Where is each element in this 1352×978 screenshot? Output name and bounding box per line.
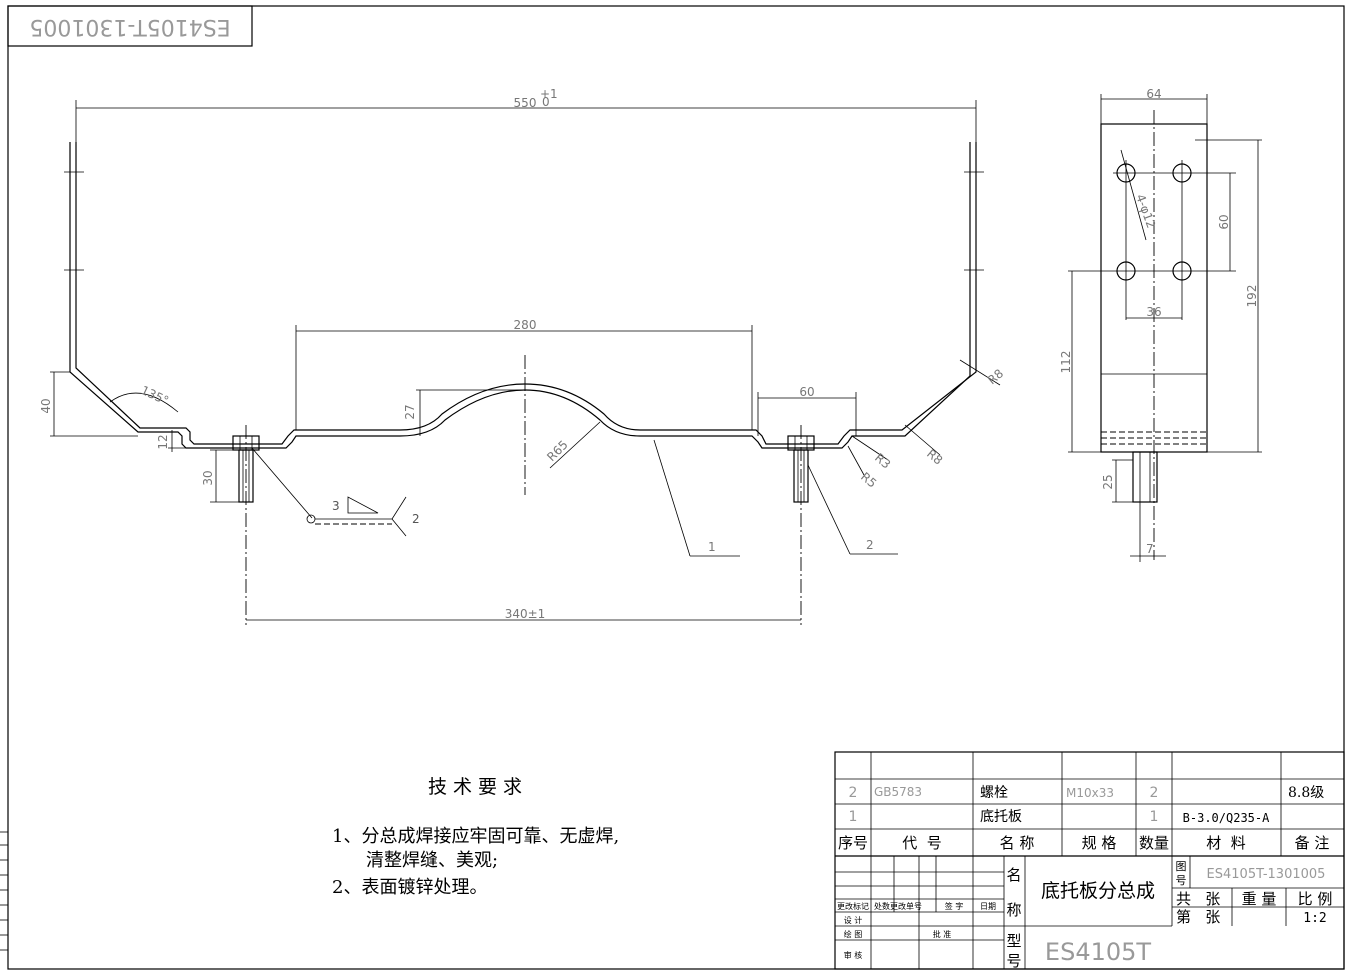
drawing-frame	[7, 5, 1345, 970]
bom-row2-material: B-3.0/Q235-A	[1183, 811, 1270, 825]
dim-550-tol-lower: 0	[542, 95, 550, 109]
bom-row1-remark: 8.8级	[1288, 785, 1324, 801]
bom-row2-name: 底托板	[980, 809, 1022, 825]
name-label-1: 名	[1006, 866, 1021, 884]
dim-27: 27	[403, 404, 417, 419]
weight-label: 重 量	[1242, 890, 1277, 908]
bom-header-spec: 规 格	[1082, 834, 1117, 852]
title-block: 2 GB5783 螺栓 M10x33 2 8.8级 1 底托板 1 B-3.0/…	[834, 751, 1345, 970]
plate-outline	[69, 142, 971, 449]
drawing-number-stamp: ES4105T-1301005	[29, 14, 230, 39]
dim-7: 7	[1146, 542, 1154, 556]
bom-header-material: 材 料	[1206, 834, 1246, 852]
dim-25: 25	[1101, 474, 1115, 489]
bom-header-remark: 备 注	[1295, 834, 1330, 852]
dim-r8-lower: R8	[924, 447, 945, 468]
dim-r65: R65	[544, 438, 571, 465]
dim-12: 12	[156, 434, 170, 449]
bom-row2-qty: 1	[1150, 809, 1159, 825]
dim-angle: 135°	[139, 383, 171, 408]
side-view: 64 4-φ12 60 36 192 112 25 7	[1059, 87, 1262, 562]
front-view: 550 +1 0 280 135° 40 12 27 30 R65	[39, 87, 1006, 625]
dim-64: 64	[1146, 87, 1161, 101]
design-label: 设 计	[844, 915, 863, 925]
part-name: 底托板分总成	[1041, 880, 1155, 902]
type-label-1: 型	[1006, 932, 1021, 950]
dim-112: 112	[1059, 351, 1073, 374]
dim-holes: 4-φ12	[1133, 192, 1158, 230]
dim-30: 30	[201, 470, 215, 485]
name-label-2: 称	[1006, 901, 1021, 919]
dim-hole-36: 36	[1146, 305, 1161, 319]
review-label: 审 核	[844, 950, 863, 960]
tech-req-item1-cont: 清整焊缝、美观;	[366, 850, 498, 871]
dim-r5: R5	[858, 470, 879, 491]
tech-req-item2: 2、表面镀锌处理。	[332, 877, 487, 898]
bom-header-qty: 数量	[1139, 834, 1169, 852]
drawing-no: ES4105T-1301005	[1207, 867, 1326, 882]
dim-r8-upper: R8	[985, 366, 1006, 387]
technical-requirements: 技 术 要 求 1、分总成焊接应牢固可靠、无虚焊, 清整焊缝、美观; 2、表面镀…	[332, 776, 619, 898]
bom-header-name: 名 称	[1000, 834, 1035, 852]
scale-label: 比 例	[1298, 890, 1333, 908]
signature-label: 签 字	[945, 901, 964, 911]
dim-192: 192	[1245, 285, 1259, 308]
dim-280: 280	[514, 318, 537, 332]
rev-count-label: 处数	[874, 901, 890, 911]
bom-row1-seq: 2	[849, 785, 858, 801]
approve-label: 批 准	[933, 929, 952, 939]
dim-hole-60: 60	[1217, 214, 1231, 229]
rev-mark-label: 更改标记	[837, 901, 869, 911]
draft-label: 绘 图	[844, 929, 863, 939]
callout-part2-left: 2	[412, 512, 420, 526]
edge-ticks	[0, 831, 8, 951]
tech-req-item1: 1、分总成焊接应牢固可靠、无虚焊,	[332, 826, 619, 847]
dim-550-tol-upper: +1	[540, 87, 558, 101]
type-label-2: 号	[1006, 952, 1021, 970]
drawing-no-label-1: 图	[1176, 860, 1187, 873]
bom-row1-name: 螺栓	[980, 785, 1008, 801]
bom-row1-spec: M10x33	[1066, 786, 1114, 800]
model: ES4105T	[1045, 938, 1151, 966]
dim-r3: R3	[872, 451, 893, 472]
dim-40: 40	[39, 398, 53, 413]
weld-size: 3	[332, 499, 340, 513]
scale-value: 1:2	[1303, 911, 1326, 926]
date-label: 日期	[980, 902, 996, 911]
tech-req-title: 技 术 要 求	[428, 776, 522, 798]
dim-550: 550	[514, 96, 537, 110]
bom-header-seq: 序号	[838, 834, 868, 852]
callout-part1: 1	[708, 540, 716, 554]
bom-row1-code: GB5783	[874, 785, 922, 799]
total-sheets: 共 张	[1176, 890, 1220, 908]
dim-60: 60	[799, 385, 814, 399]
rev-doc-label: 更改单号	[890, 901, 922, 911]
stamp-box	[7, 5, 253, 47]
sheet-no: 第 张	[1176, 908, 1220, 926]
dim-340: 340±1	[505, 607, 546, 621]
bom-header-code: 代 号	[902, 834, 942, 852]
drawing-no-label-2: 号	[1176, 874, 1187, 887]
bom-row1-qty: 2	[1150, 785, 1159, 801]
bom-row2-seq: 1	[849, 809, 858, 825]
callout-part2-right: 2	[866, 538, 874, 552]
plate-inner	[75, 142, 977, 445]
